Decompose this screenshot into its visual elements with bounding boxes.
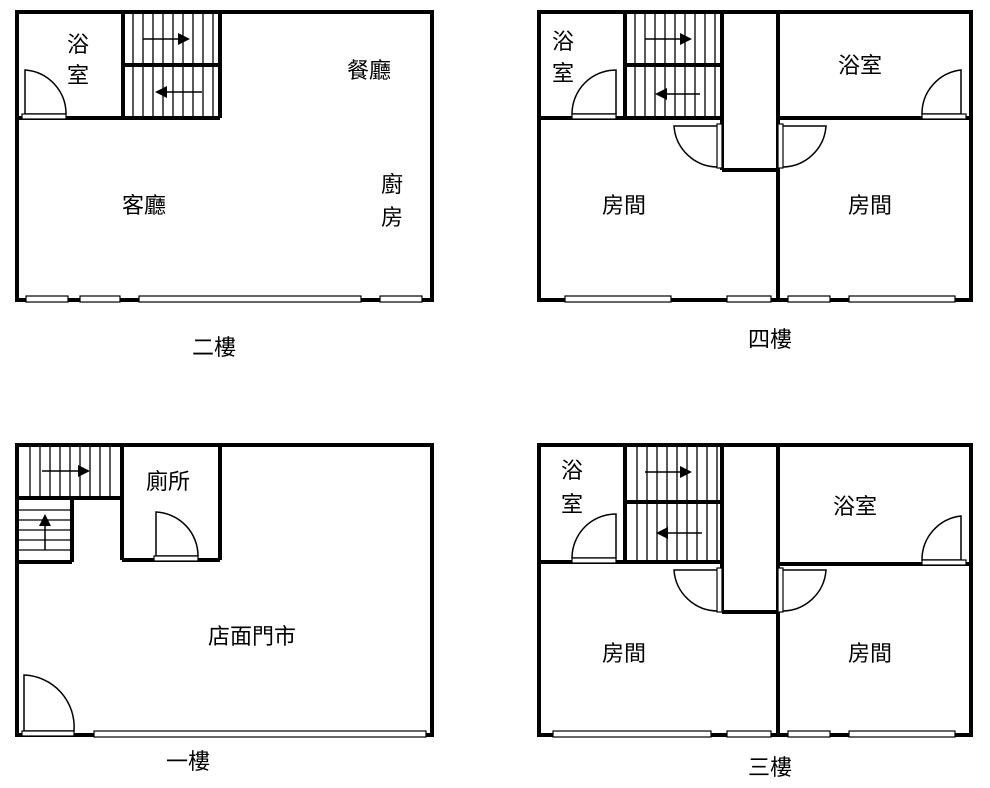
window xyxy=(79,295,121,303)
window xyxy=(848,730,956,738)
room-label-kitchen: 廚 xyxy=(381,173,403,198)
room-label-bath: 室 xyxy=(67,64,89,89)
arrow-left-icon xyxy=(655,88,667,100)
window xyxy=(93,730,427,738)
window xyxy=(787,730,831,738)
window xyxy=(552,730,712,738)
staircase xyxy=(132,14,214,117)
room-label-bedroom: 房間 xyxy=(602,194,646,219)
window xyxy=(726,295,772,303)
staircase xyxy=(634,14,716,117)
room-label-toilet: 廁所 xyxy=(146,470,190,495)
floor-2-plan: 浴 室 餐廳 客廳 廚 房 二樓 xyxy=(15,10,434,361)
room-label-bath: 浴室 xyxy=(833,495,877,520)
arrow-up-icon xyxy=(39,514,51,526)
door-swing-icon xyxy=(23,674,75,732)
room-label-bath: 浴 xyxy=(552,30,574,55)
floor-caption: 一樓 xyxy=(166,750,210,775)
arrow-right-icon xyxy=(680,33,692,45)
arrow-right-icon xyxy=(178,33,190,45)
floor-caption: 四樓 xyxy=(748,328,792,353)
window xyxy=(848,295,956,303)
floor-caption: 三樓 xyxy=(748,756,792,781)
door-swing-icon xyxy=(921,69,962,115)
arrow-right-icon xyxy=(680,466,692,478)
floor-1-plan: 廁所 店面門市 一樓 xyxy=(15,443,434,775)
arrow-left-icon xyxy=(155,86,167,98)
window xyxy=(564,295,672,303)
door-swing-icon xyxy=(571,513,617,559)
window xyxy=(138,295,362,303)
room-label-bedroom: 房間 xyxy=(602,642,646,667)
door-swing-icon xyxy=(673,125,719,168)
room-label-kitchen: 房 xyxy=(381,206,403,231)
room-label-bath: 浴 xyxy=(67,33,89,58)
door-swing-icon xyxy=(921,515,962,561)
door-swing-icon xyxy=(24,69,67,115)
floor-caption: 二樓 xyxy=(192,336,236,361)
staircase xyxy=(636,447,718,560)
room-label-living: 客廳 xyxy=(122,194,166,219)
door-swing-icon xyxy=(673,569,719,612)
room-label-bedroom: 房間 xyxy=(848,642,892,667)
floor-3-plan: 浴 室 浴室 房間 房間 三樓 xyxy=(537,443,973,781)
window xyxy=(379,295,423,303)
door-swing-icon xyxy=(155,511,199,557)
window xyxy=(726,730,772,738)
arrow-left-icon xyxy=(656,527,668,539)
window xyxy=(787,295,831,303)
room-label-bath: 浴 xyxy=(561,459,583,484)
door-swing-icon xyxy=(781,125,827,168)
arrow-right-icon xyxy=(78,465,90,477)
floor-4-plan: 浴 室 浴室 房間 房間 四樓 xyxy=(537,10,973,353)
door-swing-icon xyxy=(571,69,617,115)
window xyxy=(25,295,69,303)
room-label-dining: 餐廳 xyxy=(347,59,391,84)
room-label-bedroom: 房間 xyxy=(848,194,892,219)
staircase xyxy=(19,447,111,551)
room-label-shop: 店面門市 xyxy=(208,625,296,650)
room-label-bath: 室 xyxy=(552,62,574,87)
door-swing-icon xyxy=(781,569,827,612)
room-label-bath: 浴室 xyxy=(838,54,882,79)
room-label-bath: 室 xyxy=(561,493,583,518)
